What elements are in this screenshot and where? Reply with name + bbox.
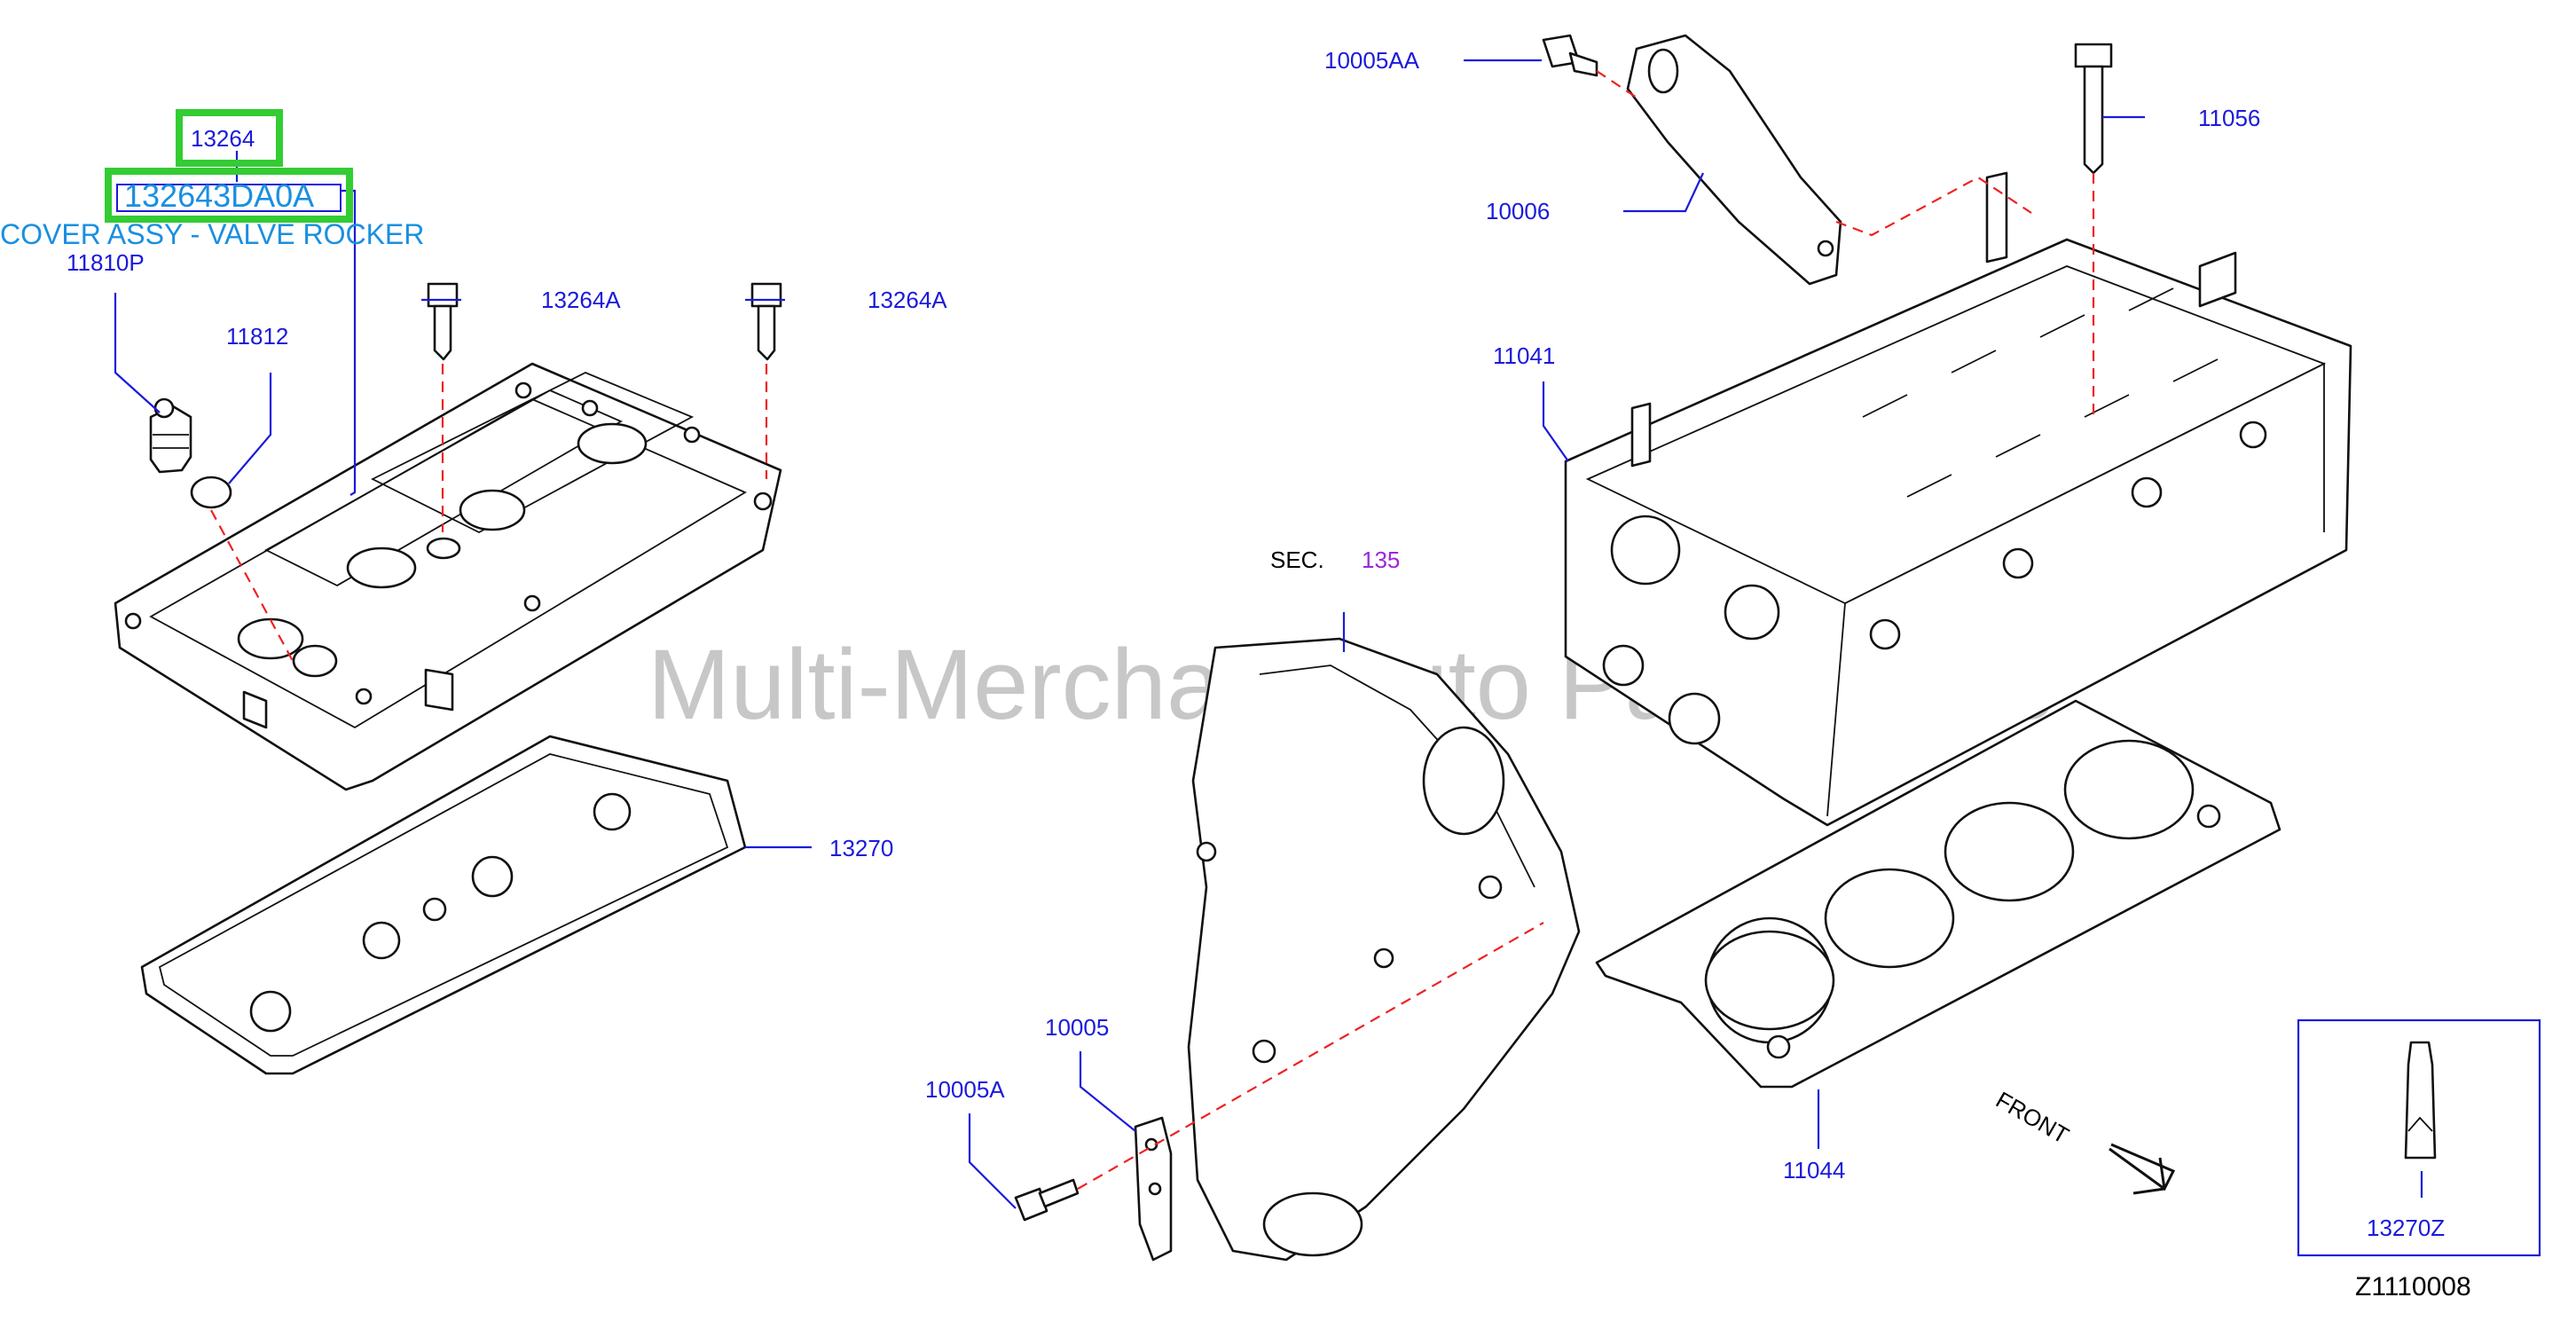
callout-11056[interactable]: 11056 [2198,105,2260,131]
engine-bracket-drawing[interactable] [1626,34,1842,286]
callout-10005A[interactable]: 10005A [925,1076,1005,1103]
part-description-link[interactable]: COVER ASSY - VALVE ROCKER [0,218,424,250]
section-prefix: SEC. [1270,546,1324,573]
callout-11812[interactable]: 11812 [226,323,288,350]
grommet-drawing[interactable] [190,476,232,509]
rocker-cover-gasket-drawing[interactable] [140,735,747,1075]
bracket-bolt-drawing[interactable] [1542,34,1598,77]
highlight-box-oem-number [105,168,353,223]
front-cover-drawing[interactable] [1187,637,1581,1262]
small-bracket-drawing[interactable] [1134,1116,1173,1262]
valve-rocker-cover-drawing[interactable] [114,362,782,791]
callout-13270Z[interactable]: 13270Z [2367,1215,2445,1241]
sealant-tube-drawing[interactable] [2404,1041,2437,1160]
part-number-label[interactable]: 13264 [191,125,255,152]
highlight-box-part-number [176,109,283,167]
diagram-code: Z1110008 [2355,1272,2471,1301]
callout-10006[interactable]: 10006 [1486,198,1550,224]
callout-13264A-right[interactable]: 13264A [868,287,947,313]
callout-10005[interactable]: 10005 [1045,1014,1109,1041]
oem-number-link[interactable]: 132643DA0A [124,177,314,214]
cover-bolt-drawing-2[interactable] [750,282,782,361]
section-number-link[interactable]: 135 [1362,546,1400,573]
oem-number-outline [116,184,342,212]
inset-box [2297,1018,2541,1257]
callout-11044[interactable]: 11044 [1783,1157,1845,1183]
callout-11041[interactable]: 11041 [1493,342,1555,369]
front-label: FRONT [1991,1086,2074,1149]
callout-10005AA[interactable]: 10005AA [1324,47,1420,74]
cover-bolt-drawing-1[interactable] [427,282,459,361]
callout-13264A-left[interactable]: 13264A [541,287,621,313]
head-gasket-drawing[interactable] [1595,699,2281,1089]
small-bracket-bolt-drawing[interactable] [1014,1178,1080,1222]
callout-13270[interactable]: 13270 [829,835,893,861]
head-bolt-drawing[interactable] [2074,43,2113,175]
callout-11810P[interactable]: 11810P [67,249,145,276]
front-arrow-icon [2109,1143,2176,1195]
cylinder-head-drawing[interactable] [1564,171,2352,827]
